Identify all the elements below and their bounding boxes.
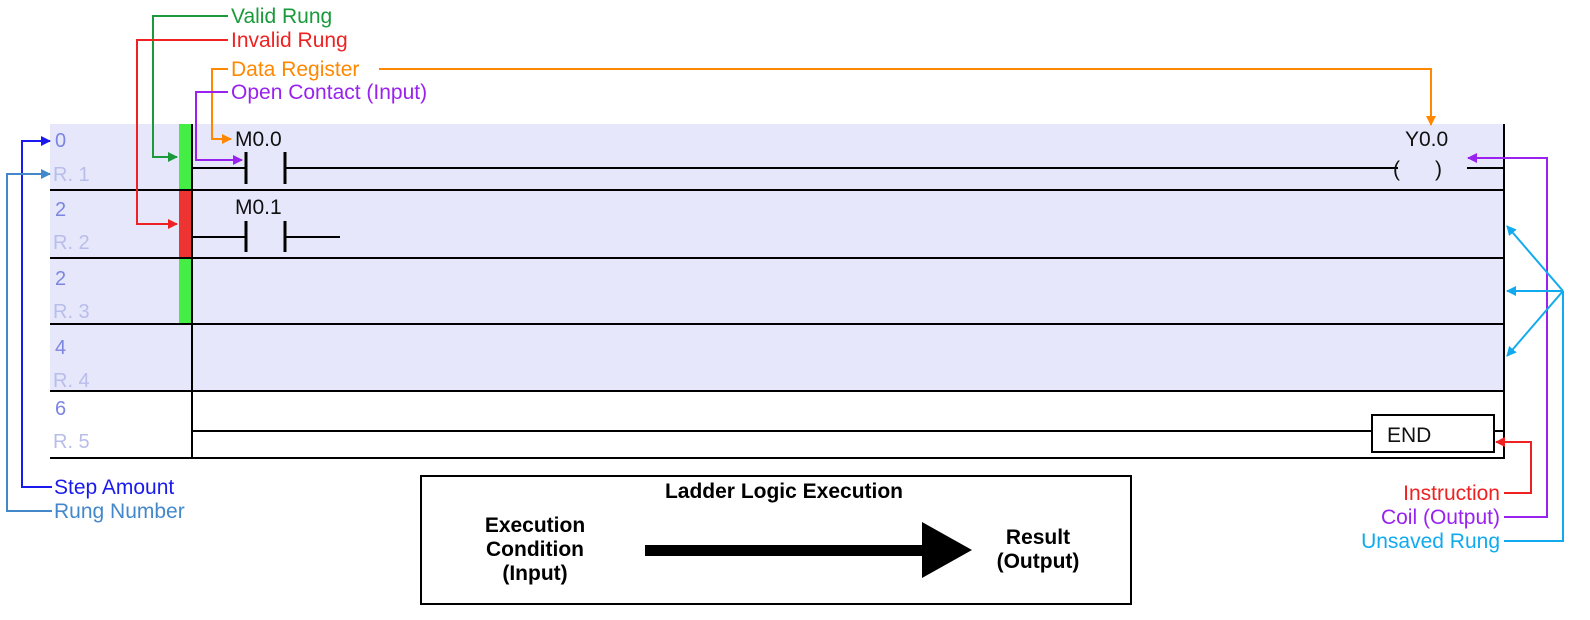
coil-output-label: Coil (Output) — [1381, 506, 1500, 529]
rung-1-circuit — [192, 152, 1504, 184]
data-register-label: Data Register — [231, 58, 359, 81]
execution-box-title: Ladder Logic Execution — [665, 480, 903, 503]
rung-3-background — [50, 258, 1505, 324]
instruction-pointer — [1495, 437, 1532, 494]
rung-number: R. 2 — [53, 232, 90, 254]
rung-2-background — [50, 190, 1505, 258]
execution-box — [420, 475, 1132, 605]
open-contact-label: Open Contact (Input) — [231, 81, 427, 104]
rung-4-background — [50, 324, 1505, 391]
step-amount: 2 — [55, 199, 66, 221]
execution-output-line: (Output) — [997, 550, 1080, 573]
execution-arrow — [645, 522, 972, 578]
step-amount: 6 — [55, 398, 66, 420]
end-instruction-box[interactable] — [1371, 414, 1495, 453]
step-amount: 0 — [55, 130, 66, 152]
rung-number: R. 1 — [53, 164, 90, 186]
rung-number: R. 5 — [53, 431, 90, 453]
data-register-pointer-coil — [379, 68, 1436, 126]
coil-output-pointer — [1467, 153, 1548, 518]
rung-1-background — [50, 124, 1505, 190]
rung-2-circuit — [192, 221, 340, 252]
invalid-rung-pointer — [136, 39, 228, 229]
rung-number: R. 3 — [53, 301, 90, 323]
unsaved-rung-pointer — [1504, 291, 1564, 542]
rung-number-pointer — [6, 169, 52, 512]
unsaved-rung-arrow — [1506, 225, 1564, 292]
unsaved-rung-label: Unsaved Rung — [1361, 530, 1500, 553]
execution-input-line: Execution — [485, 514, 585, 537]
contact-address: M0.0 — [235, 128, 282, 151]
unsaved-rung-arrow — [1506, 290, 1564, 357]
rung-number: R. 4 — [53, 370, 90, 392]
execution-input-line: (Input) — [502, 562, 567, 585]
coil-symbol: ( ) — [1393, 158, 1442, 181]
invalid-rung-bar — [179, 190, 192, 258]
coil-address: Y0.0 — [1405, 128, 1448, 151]
valid-rung-bar — [179, 124, 192, 190]
end-instruction-label: END — [1387, 424, 1431, 447]
instruction-label: Instruction — [1403, 482, 1500, 505]
execution-input-line: Condition — [486, 538, 584, 561]
data-register-pointer-contact — [211, 68, 232, 144]
valid-rung-bar — [179, 258, 192, 324]
contact-address: M0.1 — [235, 196, 282, 219]
step-amount-label: Step Amount — [54, 476, 174, 499]
rung-separators — [50, 189, 1505, 459]
valid-rung-pointer — [152, 15, 228, 162]
execution-output-line: Result — [1006, 526, 1070, 549]
valid-rung-label: Valid Rung — [231, 5, 332, 28]
step-amount: 2 — [55, 268, 66, 290]
step-amount-pointer — [21, 136, 52, 488]
open-contact-pointer — [195, 91, 243, 165]
invalid-rung-label: Invalid Rung — [231, 29, 348, 52]
rung-number-label: Rung Number — [54, 500, 185, 523]
step-amount: 4 — [55, 337, 66, 359]
